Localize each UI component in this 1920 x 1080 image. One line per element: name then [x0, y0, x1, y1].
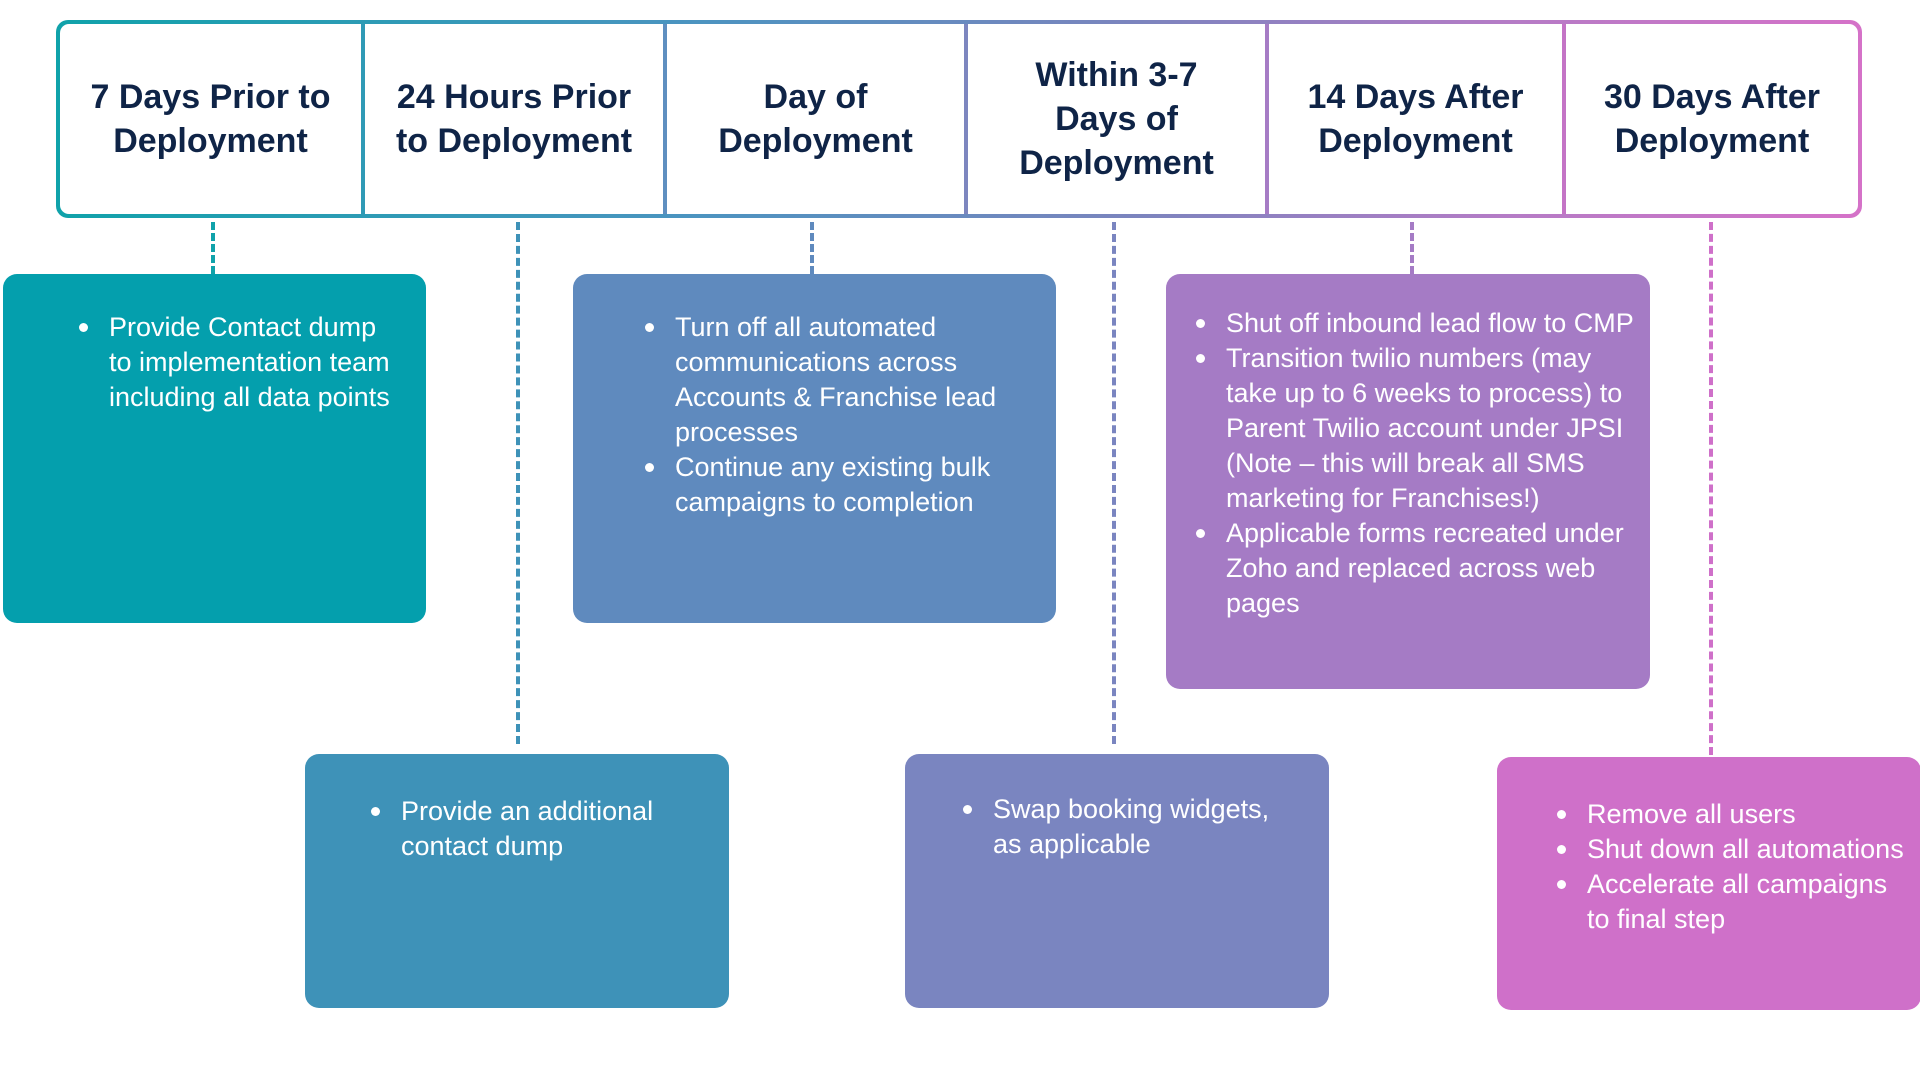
- stage-14-days-after: 14 Days After Deployment: [1265, 24, 1562, 214]
- task-item: Continue any existing bulk campaigns to …: [645, 450, 1030, 520]
- task-list: Provide Contact dump to implementation t…: [79, 310, 396, 415]
- task-list: Turn off all automated communications ac…: [645, 310, 1030, 520]
- card-14-days-after: Shut off inbound lead flow to CMP Transi…: [1166, 274, 1650, 689]
- stage-title: 30 Days After Deployment: [1603, 78, 1821, 160]
- connector-30-days-after: [1709, 222, 1713, 755]
- connector-7-days-prior: [211, 222, 215, 274]
- stage-title: 14 Days After Deployment: [1307, 78, 1524, 160]
- task-list: Remove all users Shut down all automatio…: [1557, 797, 1911, 937]
- task-item: Provide Contact dump to implementation t…: [79, 310, 396, 415]
- stage-title: 24 Hours Prior to Deployment: [395, 78, 633, 160]
- task-item: Remove all users: [1557, 797, 1911, 832]
- timeline-header-inner: 7 Days Prior to Deployment 24 Hours Prio…: [60, 24, 1858, 214]
- connector-within-3-7-days: [1112, 222, 1116, 744]
- stage-within-3-7-days: Within 3-7 Days of Deployment: [964, 24, 1265, 214]
- connector-24-hours-prior: [516, 222, 520, 744]
- task-item: Shut down all automations: [1557, 832, 1911, 867]
- stage-title: Within 3-7 Days of Deployment: [1019, 56, 1214, 182]
- task-item: Swap booking widgets, as applicable: [963, 792, 1299, 862]
- task-item: Shut off inbound lead flow to CMP: [1196, 306, 1638, 341]
- connector-14-days-after: [1410, 222, 1414, 274]
- card-within-3-7-days: Swap booking widgets, as applicable: [905, 754, 1329, 1008]
- card-24-hours-prior: Provide an additional contact dump: [305, 754, 729, 1008]
- stage-7-days-prior: 7 Days Prior to Deployment: [60, 24, 361, 214]
- task-item: Provide an additional contact dump: [371, 794, 699, 864]
- stage-title: 7 Days Prior to Deployment: [90, 78, 331, 160]
- task-list: Swap booking widgets, as applicable: [963, 792, 1299, 862]
- stage-title: Day of Deployment: [718, 78, 913, 160]
- card-day-of: Turn off all automated communications ac…: [573, 274, 1056, 623]
- task-item: Turn off all automated communications ac…: [645, 310, 1030, 450]
- timeline-header: 7 Days Prior to Deployment 24 Hours Prio…: [56, 20, 1862, 218]
- card-30-days-after: Remove all users Shut down all automatio…: [1497, 757, 1920, 1010]
- stage-24-hours-prior: 24 Hours Prior to Deployment: [361, 24, 663, 214]
- task-item: Accelerate all campaigns to final step: [1557, 867, 1911, 937]
- task-item: Applicable forms recreated under Zoho an…: [1196, 516, 1638, 621]
- task-item: Transition twilio numbers (may take up t…: [1196, 341, 1638, 516]
- stage-day-of: Day of Deployment: [663, 24, 964, 214]
- task-list: Shut off inbound lead flow to CMP Transi…: [1196, 306, 1638, 621]
- card-7-days-prior: Provide Contact dump to implementation t…: [3, 274, 426, 623]
- stage-30-days-after: 30 Days After Deployment: [1562, 24, 1858, 214]
- connector-day-of: [810, 222, 814, 274]
- task-list: Provide an additional contact dump: [371, 794, 699, 864]
